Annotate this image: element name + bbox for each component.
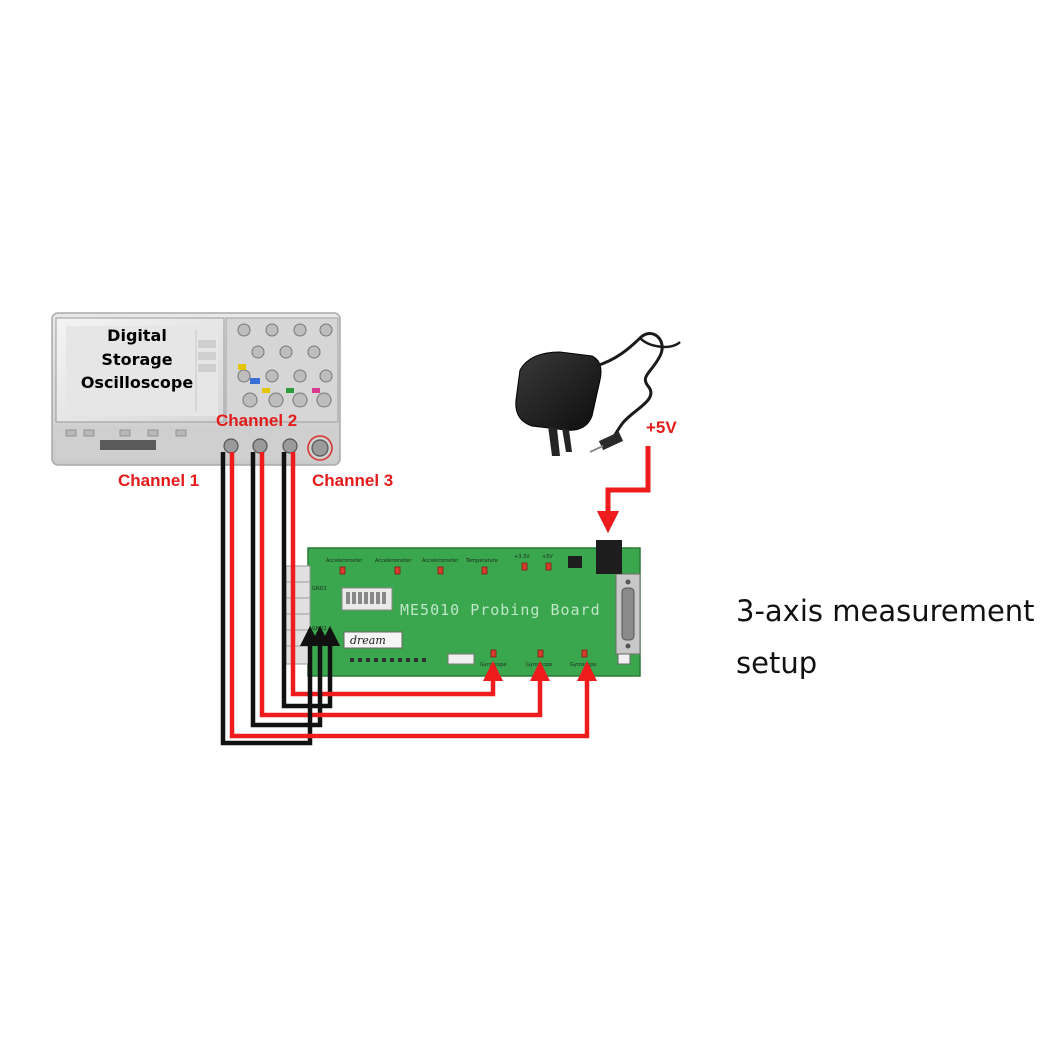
channel-1-signal-wire [229, 452, 598, 739]
probing-board: dream Accelerometer Accelerometer Acce [285, 540, 641, 677]
board-top-label-6: +5V [542, 554, 553, 560]
board-top-label-3: Accelerometer [422, 558, 459, 564]
probe-wires [220, 452, 598, 746]
channel-3-signal-wire [290, 452, 504, 697]
power-voltage-label: +5V [646, 418, 677, 437]
board-bottom-label-1: Gyroscope [480, 662, 507, 668]
board-top-label-4: Temperature [465, 558, 498, 564]
osc-label-line-2: Storage [101, 350, 172, 369]
channel-3-ground-wire [281, 452, 341, 709]
channel-3-label: Channel 3 [312, 471, 393, 490]
channel-1-ground-wire [220, 452, 321, 746]
oscilloscope-screen [66, 326, 218, 416]
osc-label-line-3: Oscilloscope [81, 373, 194, 392]
power-adapter [515, 332, 681, 456]
channel-2-label: Channel 2 [216, 411, 297, 430]
bottom-test-points [490, 649, 588, 658]
control-knobs [237, 323, 333, 408]
board-gnd-label-1: GND1 [312, 586, 327, 592]
caption-line-1: 3-axis measurement [736, 594, 1035, 628]
board-top-label-5: +3.3V [514, 554, 530, 560]
caption: 3-axis measurement setup [736, 585, 1056, 689]
caption-line-2: setup [736, 646, 818, 680]
channel-1-label: Channel 1 [118, 471, 199, 490]
board-top-label-2: Accelerometer [375, 558, 412, 564]
top-test-points [339, 562, 552, 575]
header-pins [350, 658, 426, 662]
oscilloscope: Digital Storage Oscilloscope [51, 312, 341, 466]
osc-label-line-1: Digital [107, 326, 167, 345]
channel-2-ground-wire [250, 452, 331, 728]
board-top-label-1: Accelerometer [326, 558, 363, 564]
board-bottom-label-3: Gyroscope [570, 662, 597, 668]
board-logo-text: dream [350, 634, 386, 647]
power-arrow [596, 446, 651, 534]
board-bottom-label-2: Gyroscope [526, 662, 553, 668]
board-title: ME5010 Probing Board [400, 601, 601, 619]
channel-2-signal-wire [259, 452, 551, 718]
board-gnd-label-2: GND2 [312, 626, 327, 632]
bnc-inputs [223, 438, 329, 457]
